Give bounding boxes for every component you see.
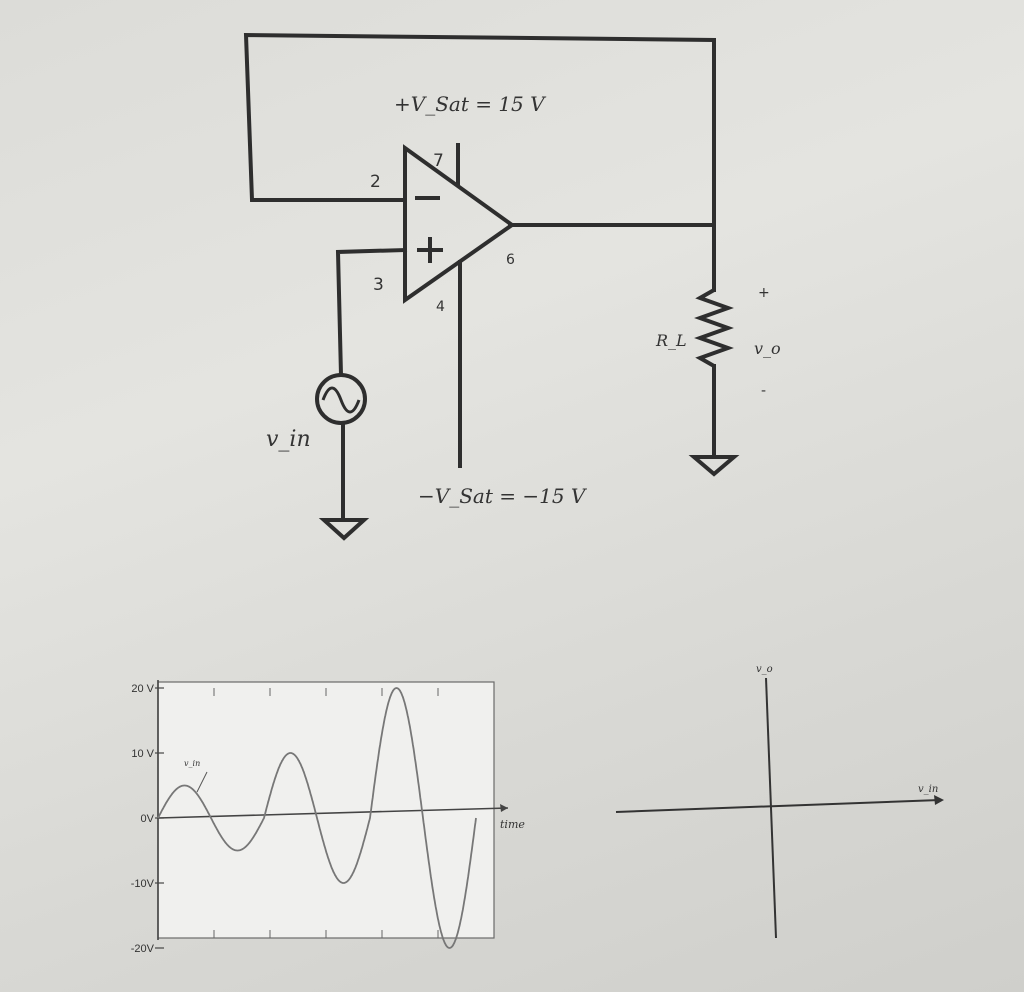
- input-waveform-plot: time 20 V 10 V 0V -10V -20V v_in: [131, 680, 525, 955]
- y-tick-label: 20 V: [131, 683, 154, 695]
- vo-axis: [765, 677, 777, 939]
- y-tick-label: 10 V: [131, 748, 154, 760]
- pin-7-label: 7: [433, 151, 444, 171]
- minor-ticks: [213, 688, 439, 938]
- ground-symbol-source: [318, 518, 370, 541]
- output-minus-label: -: [761, 383, 766, 399]
- series-label-vin: v_in: [184, 759, 200, 768]
- load-label: R_L: [655, 331, 687, 350]
- supply-pos-label: +V_Sat = 15 V: [394, 92, 547, 116]
- y-tick-label: -20V: [131, 943, 155, 955]
- y-tick-label: 0V: [141, 813, 155, 825]
- vo-axis-label: v_o: [756, 664, 773, 675]
- time-axis: [157, 807, 509, 819]
- vin-axis-label: v_in: [918, 784, 938, 795]
- pin-6-label: 6: [506, 252, 515, 268]
- source-label: v_in: [266, 427, 311, 452]
- y-tick-label: -10V: [131, 878, 155, 890]
- time-axis-label: time: [500, 818, 525, 831]
- series-line-vin: [157, 687, 477, 949]
- output-plus-label: +: [758, 285, 770, 301]
- pin-4-label: 4: [436, 299, 445, 315]
- series-label-leader: [196, 771, 208, 793]
- output-label: v_o: [754, 339, 781, 358]
- transfer-characteristic-axes: v_o v_in: [615, 664, 944, 939]
- ground-symbol-load: [688, 455, 740, 477]
- supply-neg-label: −V_Sat = −15 V: [418, 484, 588, 508]
- feedback-wire: [243, 32, 716, 227]
- vin-axis-arrowhead: [934, 795, 944, 805]
- time-axis-arrowhead: [500, 804, 508, 812]
- sine-glyph: [321, 386, 361, 414]
- pin-2-label: 2: [370, 172, 381, 192]
- load-resistor-symbol: [694, 288, 734, 368]
- y-tick-labels: 20 V 10 V 0V -10V -20V: [131, 683, 164, 955]
- pin-3-label: 3: [373, 275, 384, 295]
- input-wire: [335, 247, 408, 378]
- op-amp-circuit: +V_Sat = 15 V −V_Sat = −15 V 2 3 7 4 6 v…: [243, 32, 781, 541]
- noninverting-sign: [417, 237, 443, 263]
- vin-axis: [615, 799, 941, 813]
